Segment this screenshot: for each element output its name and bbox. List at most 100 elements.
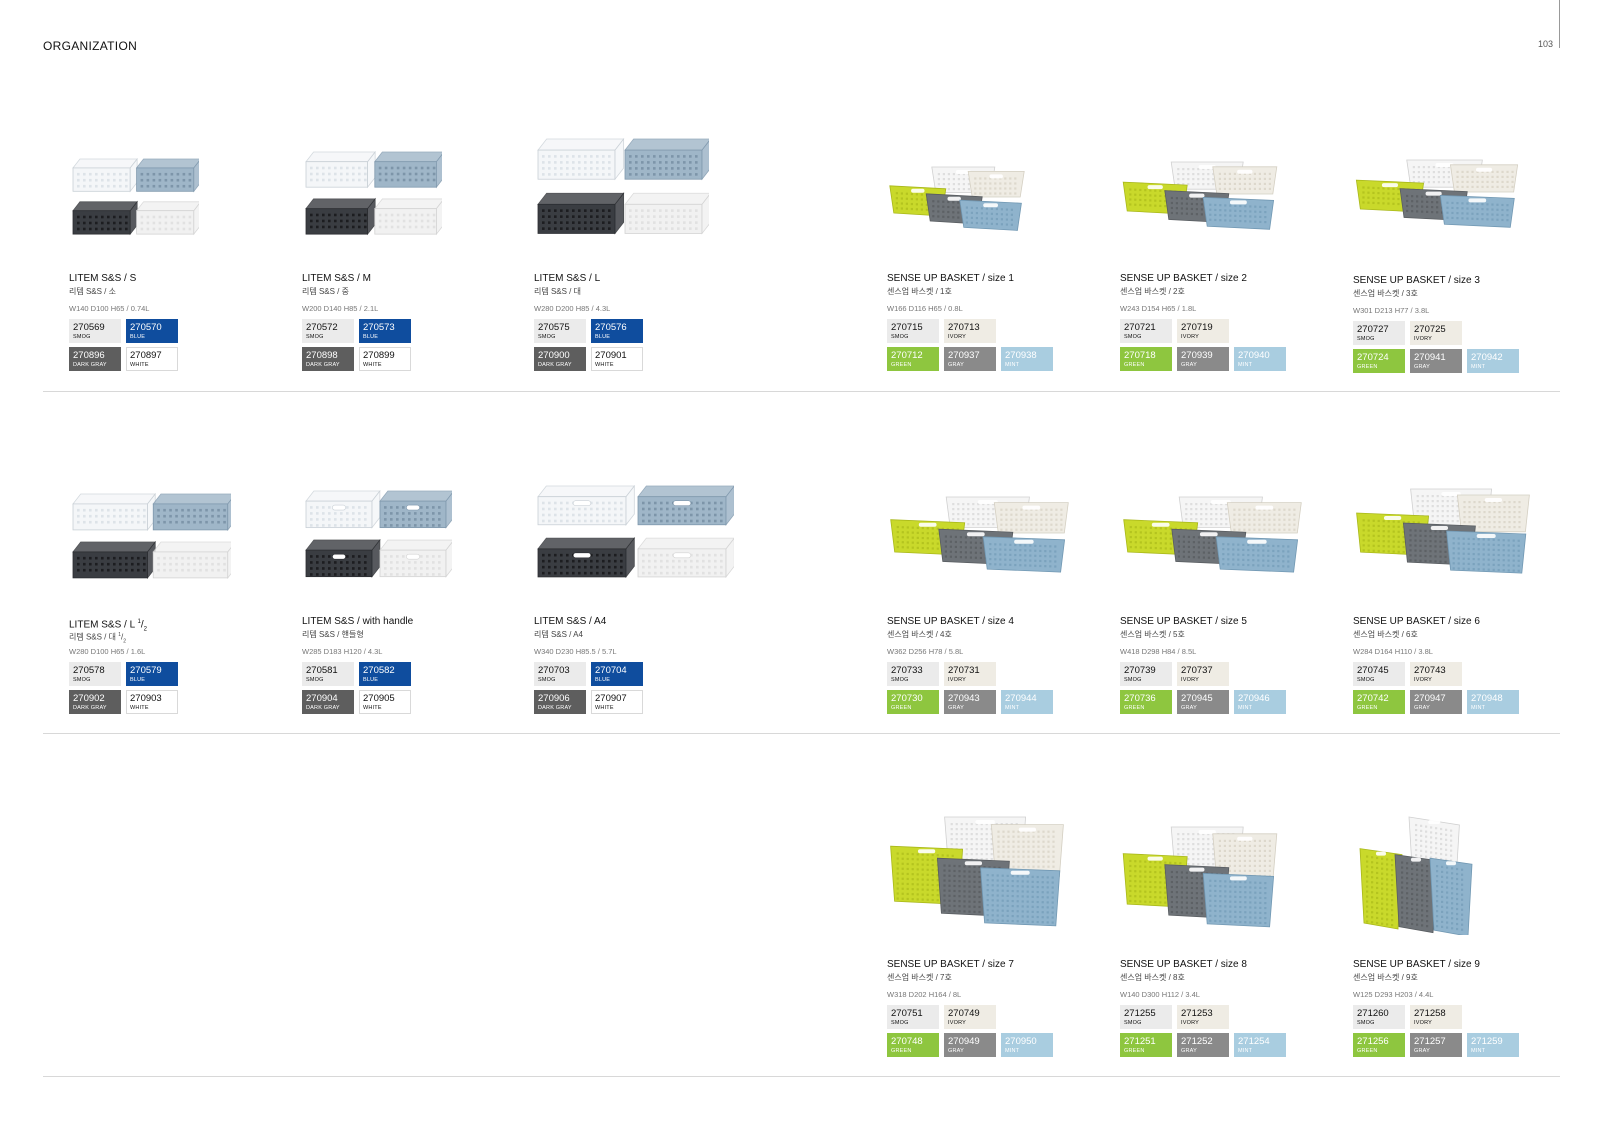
item-code: 270727: [1357, 324, 1389, 335]
product-image: [537, 137, 709, 235]
mint-basket-image: [1439, 194, 1515, 228]
green-basket-image: [1359, 848, 1403, 930]
item-code: 270896: [73, 350, 105, 361]
product-korean-name: 센스업 바스켓 / 7호: [887, 973, 952, 982]
item-code: 271253: [1181, 1008, 1213, 1019]
ivory-basket-image: [1212, 166, 1278, 195]
color-name: IVORY: [1414, 1020, 1433, 1026]
ivory-basket-image: [1449, 164, 1519, 193]
white-box-image: [152, 541, 231, 580]
product-dimensions: W140 D300 H112 / 3.4L: [1120, 990, 1200, 999]
fraction-numerator: 1: [118, 632, 121, 638]
item-code: 271259: [1471, 1036, 1503, 1047]
product-name: SENSE UP BASKET / size 1: [887, 273, 1014, 284]
product-korean-name: 리템 S&S / 대 1/2: [69, 629, 178, 644]
item-code: 270751: [891, 1008, 923, 1019]
color-name: DARK GRAY: [306, 705, 340, 711]
item-code: 271251: [1124, 1036, 1156, 1047]
color-name: BLUE: [595, 677, 611, 683]
color-name: MINT: [1005, 1048, 1020, 1054]
page-edge-line: [1559, 0, 1560, 48]
product-image: [72, 157, 199, 236]
item-code: 270943: [948, 693, 980, 704]
clear-box-image: [537, 137, 625, 181]
item-code: 270941: [1414, 352, 1446, 363]
product-image: [305, 489, 452, 578]
product-dimensions: W362 D256 H78 / 5.8L: [887, 647, 964, 656]
ivory-basket-image: [1456, 494, 1530, 533]
product-korean-name: 센스업 바스켓 / 2호: [1120, 287, 1185, 296]
item-code: 270905: [363, 693, 395, 704]
color-name: SMOG: [1124, 334, 1142, 340]
product-name: SENSE UP BASKET / size 4: [887, 616, 1014, 627]
color-name: SMOG: [306, 677, 324, 683]
section-title: ORGANIZATION: [43, 39, 138, 53]
item-code: 270579: [130, 665, 162, 676]
color-name: SMOG: [891, 1020, 909, 1026]
fraction-slash: /: [140, 619, 144, 631]
item-code: 270725: [1414, 324, 1446, 335]
color-name: IVORY: [1414, 336, 1433, 342]
item-code: 270947: [1414, 693, 1446, 704]
item-code: 270730: [891, 693, 923, 704]
item-code: 271257: [1414, 1036, 1446, 1047]
product-name: SENSE UP BASKET / size 9: [1353, 959, 1480, 970]
blue-box-image: [152, 493, 231, 532]
item-code: 271252: [1181, 1036, 1213, 1047]
color-name: BLUE: [130, 677, 146, 683]
item-code: 270907: [595, 693, 627, 704]
color-name: MINT: [1471, 1048, 1486, 1054]
product-korean-name: 리템 S&S / 소: [69, 287, 116, 296]
color-name: IVORY: [1181, 334, 1200, 340]
color-name: GRAY: [948, 705, 964, 711]
product-korean-name: 센스업 바스켓 / 9호: [1353, 973, 1418, 982]
color-name: SMOG: [1357, 336, 1375, 342]
product-dimensions: W301 D213 H77 / 3.8L: [1353, 306, 1430, 315]
color-name: GREEN: [1357, 364, 1378, 370]
product-korean-name: 리템 S&S / 대: [534, 287, 581, 296]
item-code: 270939: [1181, 350, 1213, 361]
blue-box-image: [624, 138, 709, 181]
product-name: LITEM S&S / with handle: [302, 616, 414, 627]
item-code: 270581: [306, 665, 338, 676]
item-code: 270743: [1414, 665, 1446, 676]
mint-basket-image: [1429, 857, 1473, 935]
item-code: 270731: [948, 665, 980, 676]
item-code: 270582: [363, 665, 395, 676]
item-code: 270944: [1005, 693, 1037, 704]
color-name: GREEN: [891, 1048, 912, 1054]
product-korean-name: 센스업 바스켓 / 4호: [887, 630, 952, 639]
